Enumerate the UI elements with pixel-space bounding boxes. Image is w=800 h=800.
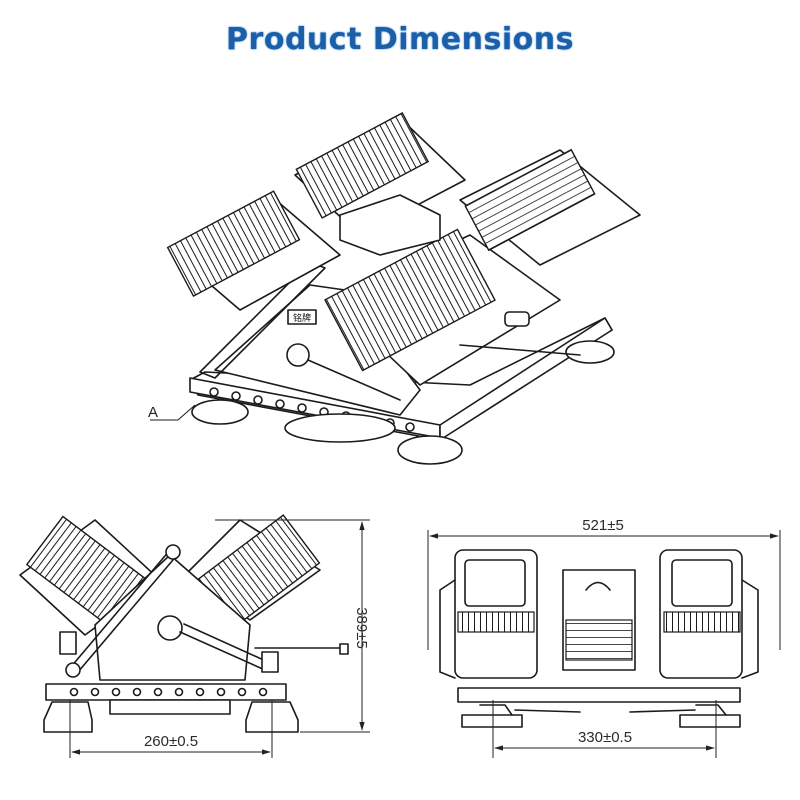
nameplate-text: 铭牌 [293, 312, 311, 324]
side-base-width-dimension: 260±0.5 [144, 733, 198, 750]
overall-width-dimension: 521±5 [582, 517, 624, 534]
height-dimension: 389±5 [353, 607, 370, 649]
isometric-view: 铭牌 A [148, 112, 641, 465]
page-title: Product Dimensions [226, 22, 574, 57]
callout-label: A [148, 404, 158, 421]
side-view: 389±5 260±0.5 [19, 514, 370, 758]
front-view: 521±5 330±0.5 [427, 517, 781, 758]
callout-leader [150, 404, 196, 421]
nameplate [287, 309, 317, 325]
front-base-width-dimension: 330±0.5 [578, 729, 632, 746]
